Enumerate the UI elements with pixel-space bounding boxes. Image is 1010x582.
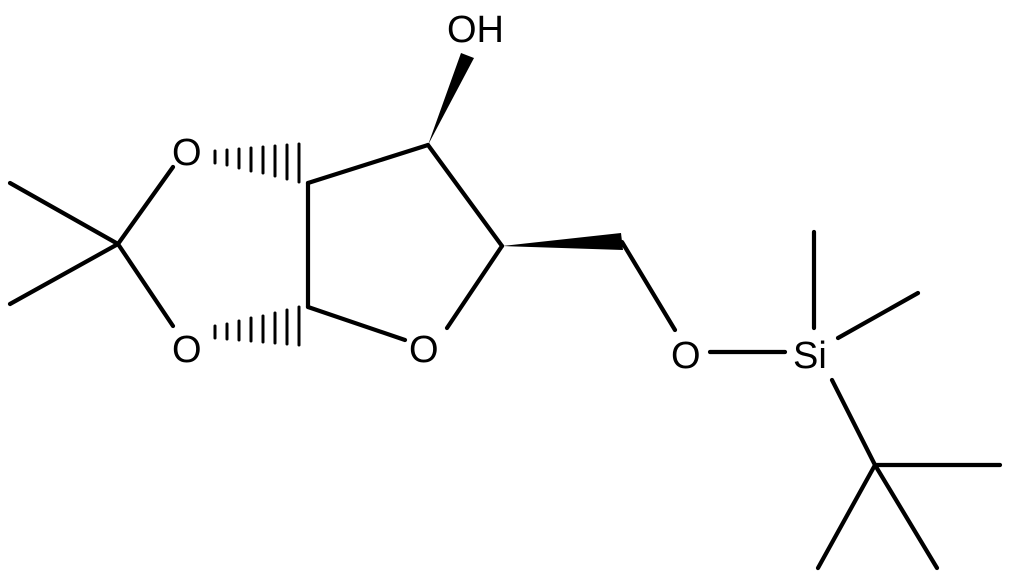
bond-cme2-o-bottom bbox=[115, 241, 176, 329]
wedge-c3-oh bbox=[428, 53, 474, 145]
silyl-ether-oxygen: O bbox=[671, 335, 701, 377]
bond-methyl-2 bbox=[7, 241, 121, 307]
silicon-label: Si bbox=[793, 335, 827, 377]
bond-tbu-me2 bbox=[815, 462, 878, 571]
hashed-wedge-top bbox=[213, 142, 301, 184]
furanose-ring bbox=[305, 142, 505, 343]
dioxolane-oxygen-top: O bbox=[172, 132, 202, 174]
hydroxyl-label: OH bbox=[447, 9, 504, 51]
bond-cme2-o-top bbox=[115, 164, 176, 247]
dioxolane-ring bbox=[7, 164, 176, 329]
bond-methyl-1 bbox=[7, 180, 121, 247]
bond-tbu-me3 bbox=[872, 462, 940, 571]
silyl-chain bbox=[619, 229, 1003, 571]
bond-c2-c3 bbox=[305, 142, 431, 186]
dioxolane-oxygen-bottom: O bbox=[172, 329, 202, 371]
bond-si-methyl-right bbox=[835, 290, 921, 341]
bond-si-ctbu bbox=[829, 377, 878, 468]
ring-oxygen: O bbox=[409, 329, 439, 371]
bond-c4-oring bbox=[444, 243, 505, 331]
hashed-wedge-bottom bbox=[213, 305, 301, 347]
bond-c3-c4 bbox=[425, 142, 505, 249]
wedge-c4-c5 bbox=[502, 233, 623, 250]
bond-c5-o bbox=[619, 239, 678, 333]
bond-c1-oring bbox=[305, 304, 408, 343]
